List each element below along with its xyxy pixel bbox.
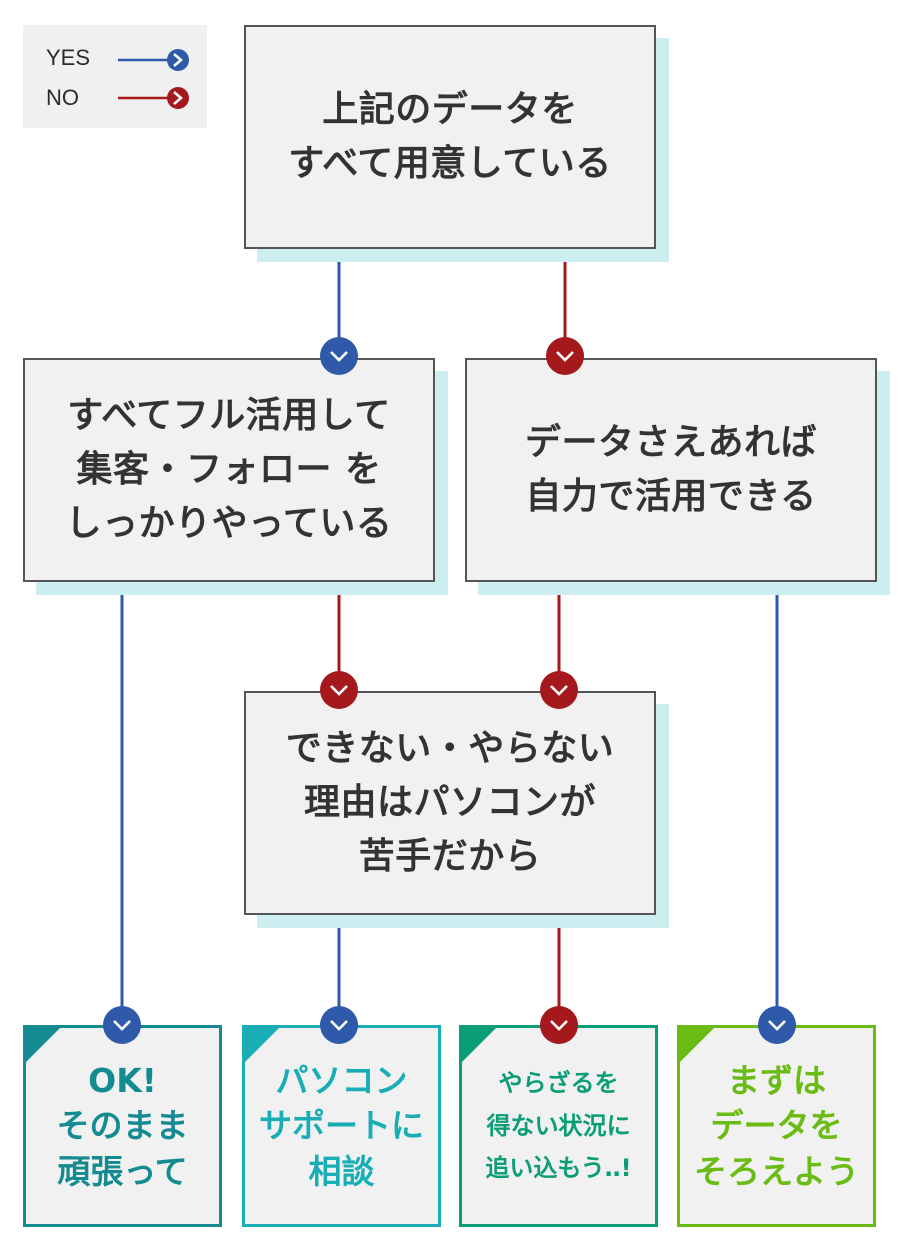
result-line: やらざるを [498, 1068, 619, 1097]
question-box-data-prepared: 上記のデータを すべて用意している [244, 25, 656, 249]
result-line: そろえよう [694, 1151, 859, 1191]
result-line: OK! [88, 1060, 157, 1100]
chevron-down-icon-no [546, 337, 584, 375]
question-line: すべてフル活用して [67, 395, 391, 436]
question-box-pc-reason: できない・やらない 理由はパソコンが 苦手だから [244, 691, 656, 915]
legend-arrows [118, 49, 189, 109]
corner-triangle [245, 1028, 279, 1062]
result-box-force-situation: やらざるを 得ない状況に 追い込もう‥! [459, 1025, 658, 1227]
question-line: 理由はパソコンが [303, 782, 596, 823]
result-line: 頑張って [57, 1151, 188, 1191]
result-box-gather-data: まずは データを そろえよう [677, 1025, 876, 1227]
question-line: すべて用意している [288, 143, 612, 184]
corner-triangle [462, 1028, 496, 1062]
question-line: 自力で活用できる [525, 476, 817, 517]
result-line: そのまま [56, 1106, 189, 1146]
question-box-self-use: データさえあれば 自力で活用できる [465, 358, 877, 582]
question-line: できない・やらない [285, 728, 615, 769]
corner-triangle [26, 1028, 60, 1062]
chevron-down-icon-no [540, 671, 578, 709]
chevron-down-icon-no [540, 1006, 578, 1044]
result-line: パソコン [275, 1060, 408, 1100]
result-box-ok: OK! そのまま 頑張って [23, 1025, 222, 1227]
legend: YES NO [23, 25, 207, 128]
chevron-down-icon-yes [320, 1006, 358, 1044]
chevron-down-icon-yes [758, 1006, 796, 1044]
result-line: 相談 [308, 1151, 375, 1191]
legend-no-arrow-icon [118, 87, 189, 109]
question-line: データさえあれば [524, 422, 817, 463]
question-line: 苦手だから [358, 836, 542, 877]
chevron-down-icon-yes [320, 337, 358, 375]
legend-yes-arrow-icon [118, 49, 189, 71]
legend-no-label: NO [46, 85, 79, 110]
chevron-down-icon-no [320, 671, 358, 709]
result-line: 追い込もう‥! [485, 1154, 632, 1183]
result-line: まずは [727, 1060, 826, 1100]
result-line: 得ない状況に [486, 1111, 631, 1140]
corner-triangle [680, 1028, 714, 1062]
legend-yes-label: YES [46, 45, 91, 70]
result-line: サポートに [259, 1106, 424, 1146]
question-line: 集客・フォロー を [76, 449, 382, 490]
question-line: 上記のデータを [322, 89, 578, 130]
result-box-pc-support: パソコン サポートに 相談 [242, 1025, 441, 1227]
result-line: データを [710, 1106, 843, 1146]
question-line: しっかりやっている [65, 503, 393, 544]
question-box-full-use: すべてフル活用して 集客・フォロー を しっかりやっている [23, 358, 435, 582]
chevron-down-icon-yes [103, 1006, 141, 1044]
